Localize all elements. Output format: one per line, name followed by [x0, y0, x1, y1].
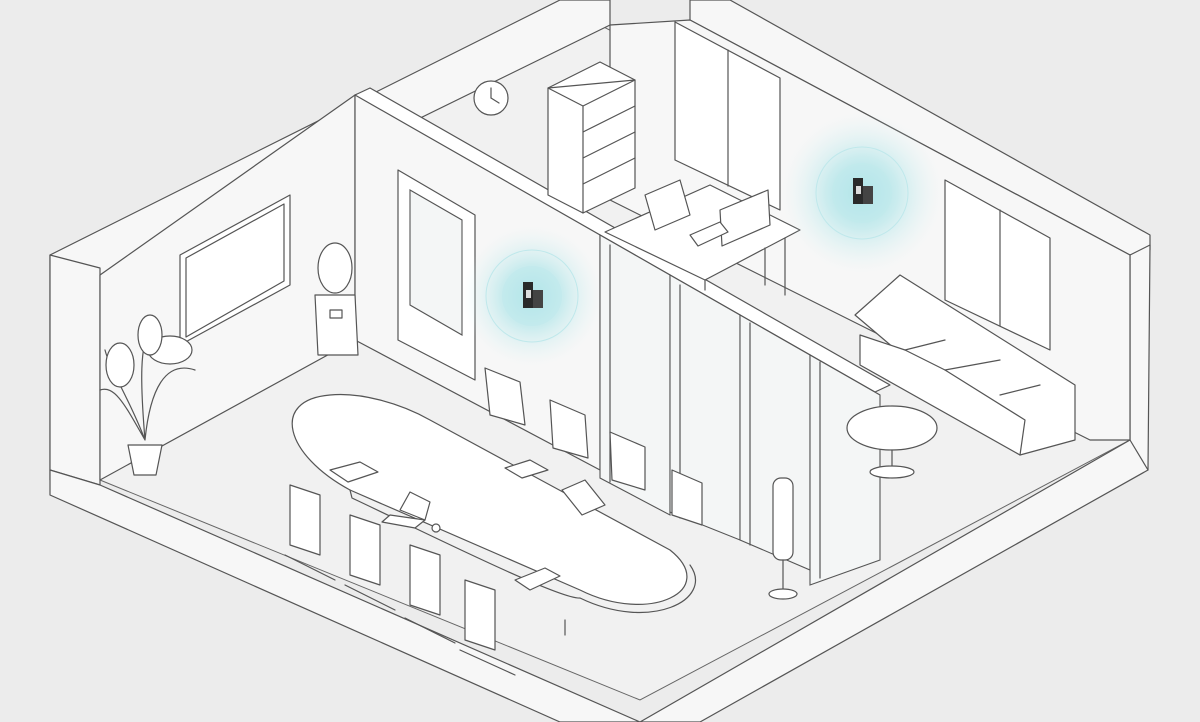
door-window: [409, 189, 463, 336]
laptop-base: [381, 514, 426, 529]
conference-table: [291, 393, 697, 636]
paper: [329, 461, 379, 483]
wall-painting: [179, 194, 291, 346]
front-right-low-wall: [639, 439, 1149, 722]
keyboard: [689, 221, 729, 247]
round-side-table: [846, 405, 938, 479]
left-wall-end: [49, 254, 101, 486]
right-wall-end: [1129, 244, 1151, 471]
laptop-2: [561, 479, 606, 516]
laptop: [399, 491, 431, 521]
office-desk: [604, 179, 801, 296]
wifi-mesh-device-icon: [523, 282, 543, 308]
water-cooler: [314, 242, 359, 356]
filing-cabinet: [547, 61, 636, 214]
book: [514, 567, 561, 591]
sofa: [854, 274, 1076, 456]
wifi-signal-right: [782, 113, 942, 273]
potted-plant: [99, 314, 196, 476]
conference-chairs: [284, 367, 703, 676]
office-chair: [644, 179, 691, 231]
window-right: [944, 179, 1051, 351]
wifi-signal-left: [462, 226, 602, 366]
front-left-low-wall: [49, 469, 641, 722]
wall-clock-icon: [473, 80, 509, 116]
painting-inner-frame: [185, 203, 285, 338]
floor-lamp: [768, 477, 798, 600]
cup: [431, 523, 441, 533]
paper-2: [504, 459, 549, 479]
wifi-mesh-device-icon: [853, 178, 873, 204]
